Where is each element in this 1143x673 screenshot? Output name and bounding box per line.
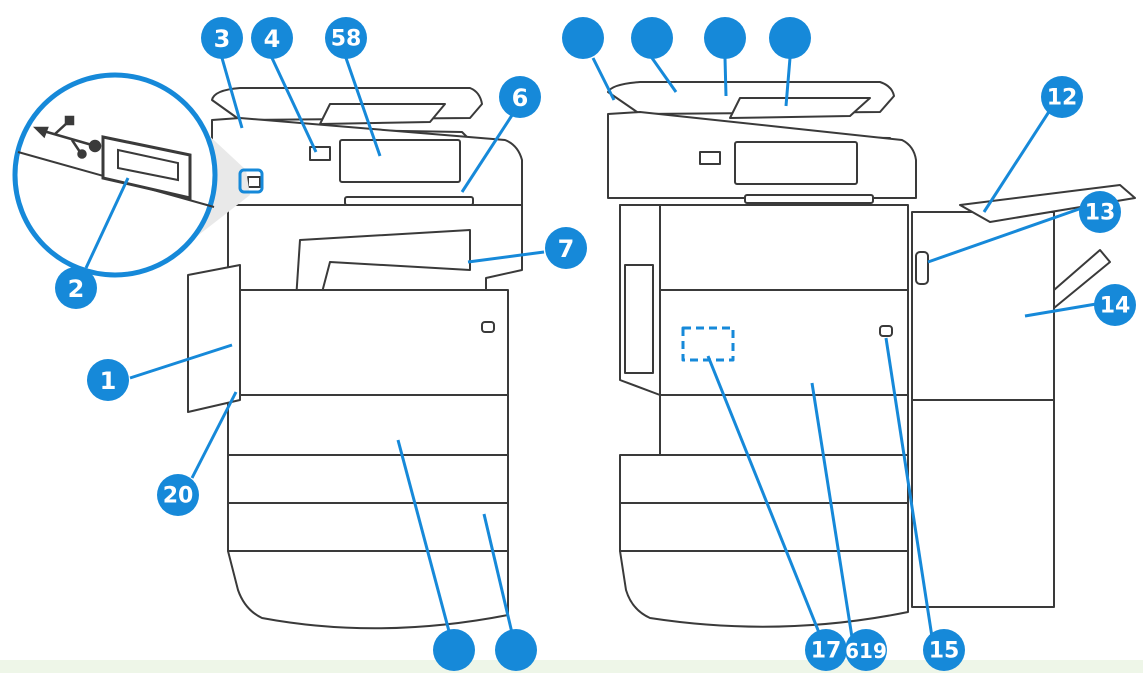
callout-r3 <box>704 17 746 59</box>
callout-15-label: 15 <box>929 639 960 664</box>
callout-58-label: 58 <box>331 27 362 52</box>
callout-r1-circle <box>562 17 604 59</box>
callout-14: 14 <box>1094 284 1136 326</box>
left-tray-1 <box>228 395 508 455</box>
right-printer <box>608 82 1135 627</box>
left-door-latch <box>482 322 494 332</box>
callout-19-label: 619 <box>845 639 887 663</box>
right-body-upper <box>620 205 908 290</box>
left-front-strip <box>345 197 473 205</box>
callout-12-label: 12 <box>1047 86 1078 111</box>
callout-17-label: 17 <box>811 639 842 664</box>
right-adf-tray <box>730 98 870 118</box>
finisher-body <box>912 212 1054 607</box>
callout-4: 4 <box>251 17 293 59</box>
left-side-panel <box>188 265 240 412</box>
callout-7-label: 7 <box>558 235 575 263</box>
callout-r4 <box>769 17 811 59</box>
callout-20-label: 20 <box>163 484 194 509</box>
callout-7: 7 <box>545 227 587 269</box>
callout-20: 20 <box>157 474 199 516</box>
right-base <box>620 551 908 627</box>
callout-1: 1 <box>87 359 129 401</box>
callout-6-label: 6 <box>512 84 529 112</box>
right-side-window <box>625 265 653 373</box>
ground-strip <box>0 660 1143 673</box>
callout-14-label: 14 <box>1100 294 1131 319</box>
left-tray-2 <box>228 455 508 503</box>
callout-10 <box>495 629 537 671</box>
callout-6: 6 <box>499 76 541 118</box>
callout-19: 619 <box>845 629 887 671</box>
callout-9-circle <box>433 629 475 671</box>
left-front-door <box>228 290 508 395</box>
callout-10-circle <box>495 629 537 671</box>
finisher-connector <box>916 252 928 284</box>
callout-4-label: 4 <box>264 25 281 53</box>
right-home-button <box>700 152 720 164</box>
callout-58: 58 <box>325 17 367 59</box>
callout-15: 15 <box>923 629 965 671</box>
callout-r1 <box>562 17 604 59</box>
callout-1-label: 1 <box>100 367 117 395</box>
callout-17: 17 <box>805 629 847 671</box>
right-control-panel <box>735 142 857 184</box>
callout-9 <box>433 629 475 671</box>
right-front-door <box>660 290 908 395</box>
callout-3-label: 3 <box>214 25 231 53</box>
callout-13: 13 <box>1079 191 1121 233</box>
callout-r4-circle <box>769 17 811 59</box>
callout-12: 12 <box>1041 76 1083 118</box>
right-door-latch <box>880 326 892 336</box>
callout-13-label: 13 <box>1085 201 1116 226</box>
left-adf-tray <box>320 104 445 124</box>
right-tray-1 <box>660 395 908 455</box>
callout-2: 2 <box>55 267 97 309</box>
left-base <box>228 551 508 628</box>
callout-r3-circle <box>704 17 746 59</box>
right-tray-3 <box>620 503 908 551</box>
right-front-strip <box>745 195 873 203</box>
left-usb-port <box>248 177 260 187</box>
callout-2-label: 2 <box>68 275 85 303</box>
callout-r2-circle <box>631 17 673 59</box>
callout-r2 <box>631 17 673 59</box>
left-control-panel <box>340 140 460 182</box>
callout-3: 3 <box>201 17 243 59</box>
left-tray-3 <box>228 503 508 551</box>
